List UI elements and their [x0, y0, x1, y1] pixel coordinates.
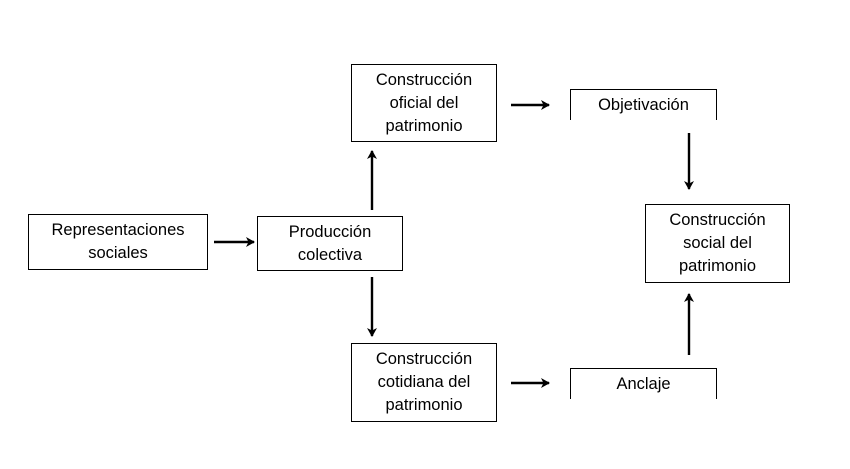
node-produccion-label: Producción colectiva [288, 222, 372, 264]
node-oficial-label: Construcción oficial del patrimonio [375, 70, 473, 135]
node-produccion-colectiva: Producción colectiva [257, 216, 403, 271]
node-representaciones-sociales: Representaciones sociales [28, 214, 208, 270]
node-anclaje: Anclaje [570, 368, 717, 399]
node-construccion-social: Construcción social del patrimonio [645, 204, 790, 283]
node-social-label: Construcción social del patrimonio [669, 211, 766, 275]
node-cotidiana-label: Construcción cotidiana del patrimonio [375, 350, 473, 414]
node-construccion-oficial: Construcción oficial del patrimonio [351, 64, 497, 142]
node-construccion-cotidiana: Construcción cotidiana del patrimonio [351, 343, 497, 422]
node-objetivacion-label: Objetivación [598, 95, 689, 114]
node-anclaje-label: Anclaje [616, 374, 671, 393]
node-objetivacion: Objetivación [570, 89, 717, 120]
node-representaciones-label: Representaciones sociales [51, 221, 185, 262]
